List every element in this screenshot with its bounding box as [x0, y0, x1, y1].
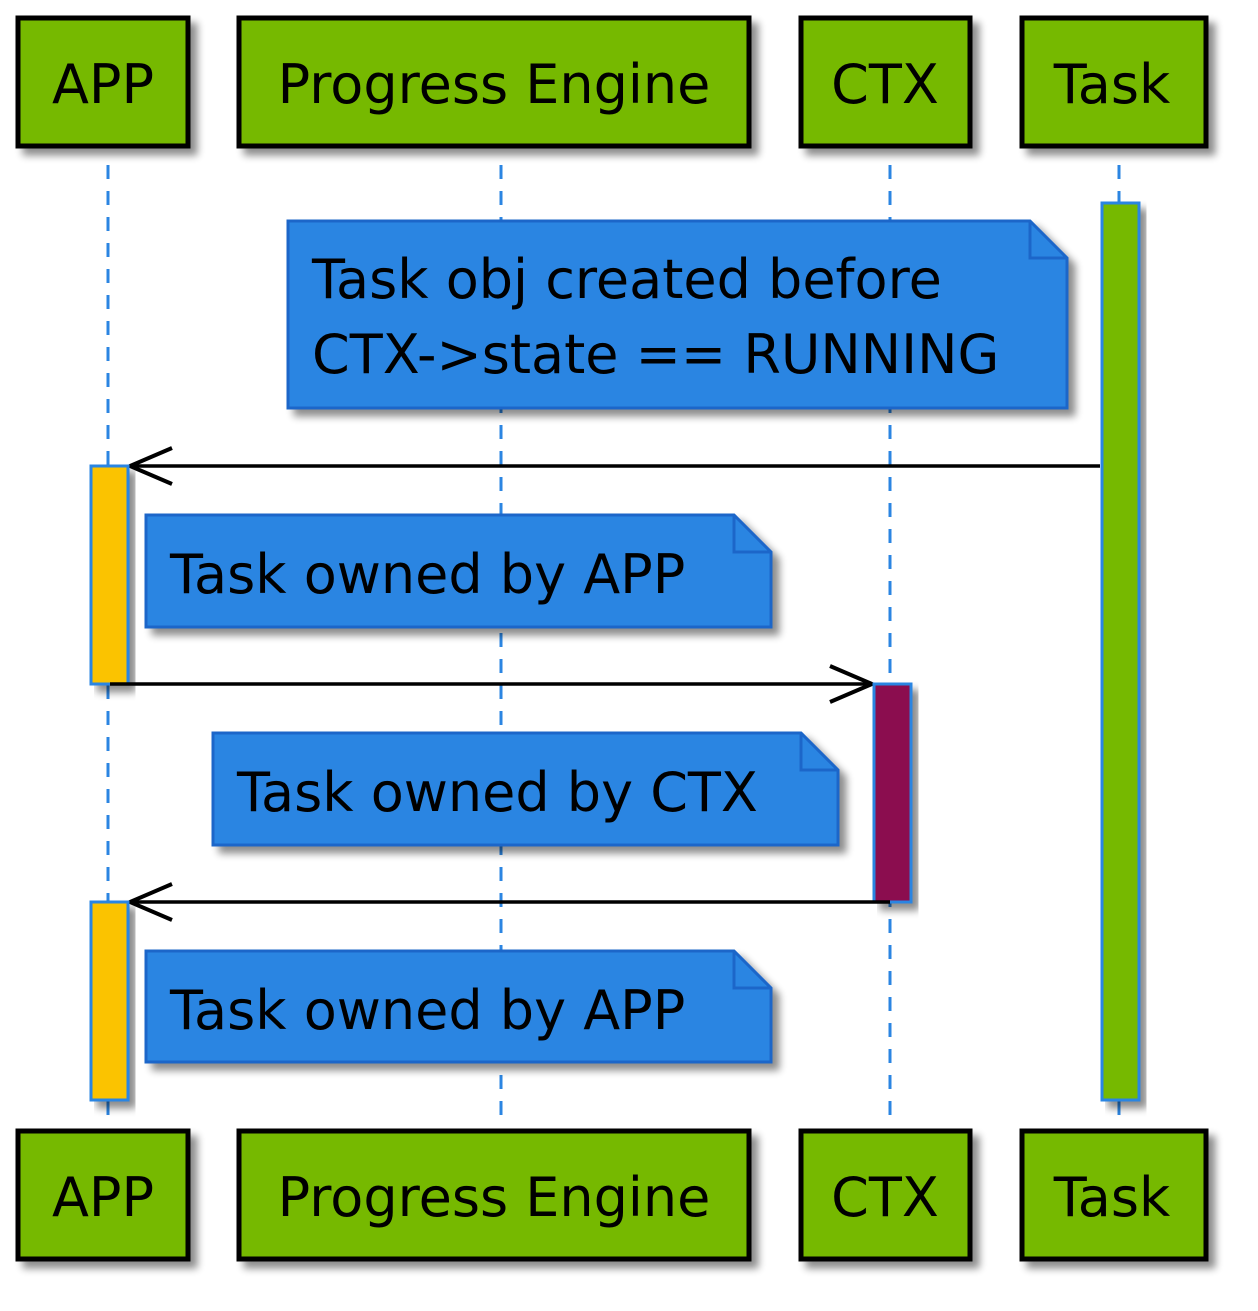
participant-app-bottom: APP: [15, 1128, 191, 1262]
message-app-to-ctx: [110, 664, 878, 704]
participant-task-bottom: Task: [1019, 1128, 1209, 1262]
note-line: Task owned by APP: [169, 543, 685, 606]
participant-label: Progress Engine: [278, 53, 711, 116]
participant-label: APP: [52, 53, 154, 116]
participant-ctx-top: CTX: [798, 15, 973, 149]
activation-app-2: [89, 900, 130, 1102]
message-ctx-to-app: [124, 882, 890, 922]
participant-app-top: APP: [15, 15, 191, 149]
note-owned-app-2: [144, 949, 773, 1064]
participant-label: Progress Engine: [278, 1166, 711, 1229]
activation-app-1: [89, 464, 130, 686]
participant-label: APP: [52, 1166, 154, 1229]
note-line: Task owned by APP: [169, 979, 685, 1042]
note-owned-ctx: [211, 731, 840, 847]
participant-progress-engine-bottom: Progress Engine: [236, 1128, 752, 1262]
note-task-created: [286, 219, 1069, 410]
note-line: Task owned by CTX: [236, 761, 758, 824]
participant-label: Task: [1053, 1166, 1171, 1229]
note-owned-app-1: [144, 513, 773, 629]
message-task-to-app: [124, 446, 1100, 486]
participant-progress-engine-top: Progress Engine: [236, 15, 752, 149]
participant-label: Task: [1053, 53, 1171, 116]
activation-ctx: [872, 682, 913, 904]
participant-task-top: Task: [1019, 15, 1209, 149]
note-line: CTX->state == RUNNING: [312, 323, 999, 386]
participant-label: CTX: [831, 53, 939, 116]
participant-label: CTX: [831, 1166, 939, 1229]
participant-ctx-bottom: CTX: [798, 1128, 973, 1262]
activation-task: [1100, 201, 1141, 1102]
note-line: Task obj created before: [311, 248, 942, 311]
